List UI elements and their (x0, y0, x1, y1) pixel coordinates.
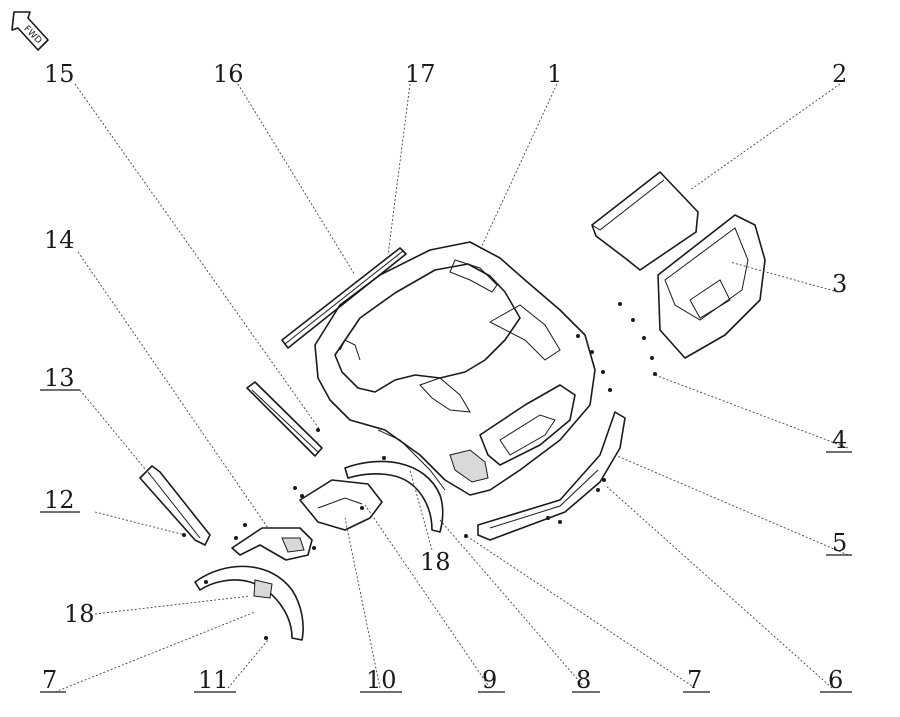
callout-10: 10 (366, 666, 397, 694)
part-lower-fender (194, 565, 304, 641)
part-wheel-arch (344, 460, 444, 533)
callout-4: 4 (832, 426, 847, 454)
callout-13: 13 (44, 364, 75, 392)
part-side-rail (246, 381, 323, 457)
callout-14: 14 (44, 226, 75, 254)
part-storage-box (657, 214, 766, 359)
part-rear-body-shell (314, 241, 596, 496)
callout-5: 5 (832, 529, 847, 557)
callout-1: 1 (547, 60, 562, 88)
part-splash-shield (299, 479, 383, 531)
callout-18a: 18 (420, 548, 451, 576)
callout-3: 3 (832, 270, 847, 298)
part-rear-bumper (477, 411, 626, 541)
callout-12: 12 (44, 486, 75, 514)
callout-11: 11 (198, 666, 229, 694)
forward-arrow-icon (11, 11, 49, 51)
callout-6: 6 (828, 666, 843, 694)
leader-lines (54, 83, 849, 693)
callout-labels: 1 2 3 4 5 6 7 7 8 9 10 11 12 13 14 15 16… (42, 60, 847, 694)
callout-16: 16 (213, 60, 244, 88)
fwd-badge: FWD (11, 11, 49, 51)
part-inner-liner (231, 527, 313, 561)
fasteners (182, 302, 657, 640)
callout-8: 8 (576, 666, 591, 694)
callout-2: 2 (832, 60, 847, 88)
part-weather-strip (281, 247, 407, 349)
label-underlines (40, 389, 852, 693)
callout-7b: 7 (687, 666, 702, 694)
part-bracket (139, 465, 211, 546)
callout-15: 15 (44, 60, 75, 88)
part-top-panel (591, 171, 699, 271)
callout-17: 17 (405, 60, 436, 88)
callout-18b: 18 (64, 600, 95, 628)
callout-9: 9 (482, 666, 497, 694)
callout-7a: 7 (42, 666, 57, 694)
